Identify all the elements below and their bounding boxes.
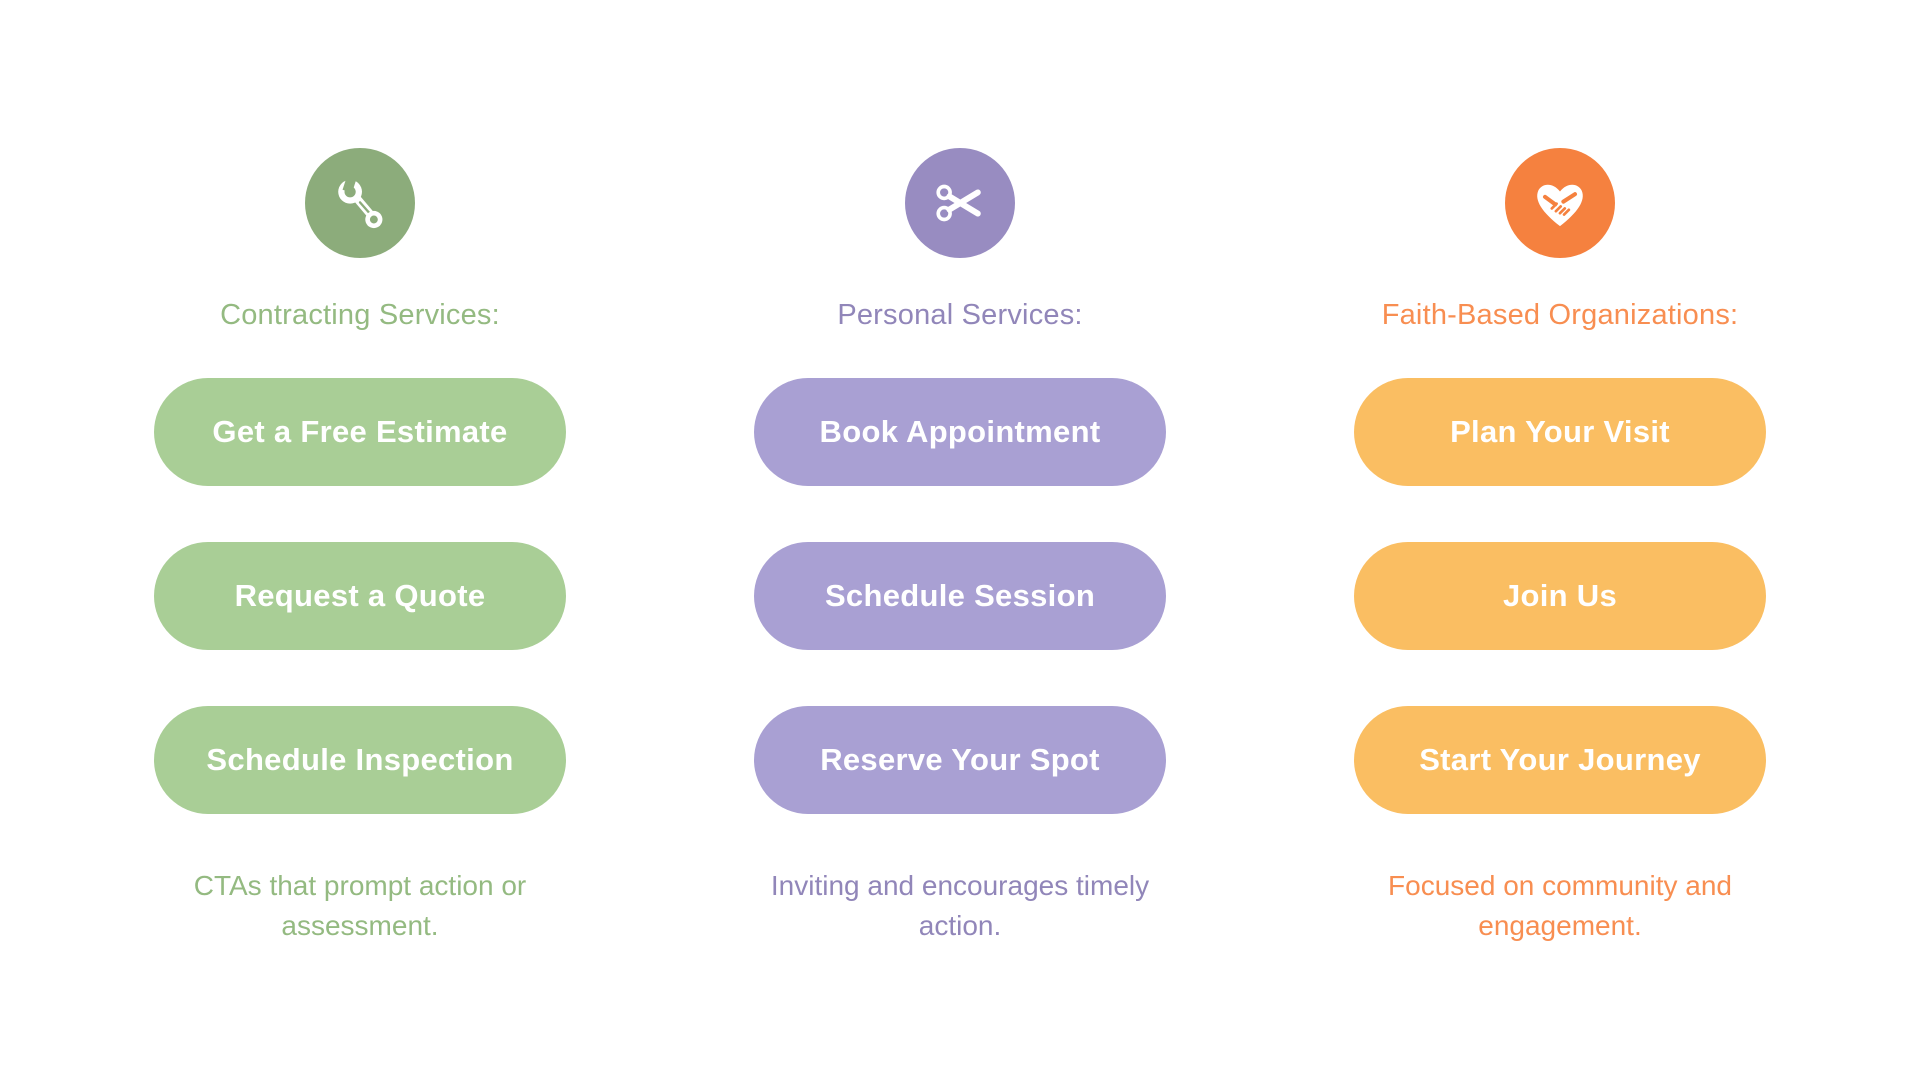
button-group: Book Appointment Schedule Session Reserv… [754,377,1166,814]
cta-columns-row: Contracting Services: Get a Free Estimat… [140,148,1780,947]
heart-handshake-icon [1537,184,1583,227]
column-caption: Inviting and encourages timely action. [770,869,1150,942]
column-heading: Faith-Based Organizations: [1381,299,1739,331]
column-heading: Contracting Services: [220,299,500,331]
cta-button-get-free-estimate[interactable]: Get a Free Estimate [154,377,566,486]
cta-button-join-us[interactable]: Join Us [1354,541,1766,650]
button-group: Get a Free Estimate Request a Quote Sche… [154,377,566,814]
scissors-icon [936,184,981,222]
column-contracting-services: Contracting Services: Get a Free Estimat… [140,148,580,947]
column-personal-services: Personal Services: Book Appointment Sche… [740,148,1180,947]
button-group: Plan Your Visit Join Us Start Your Journ… [1354,377,1766,814]
column-caption: CTAs that prompt action or assessment. [193,869,527,942]
cta-button-plan-your-visit[interactable]: Plan Your Visit [1354,377,1766,486]
icon-circle [1505,148,1615,258]
cta-button-reserve-your-spot[interactable]: Reserve Your Spot [754,705,1166,814]
column-caption: Focused on community and engagement. [1388,869,1732,942]
cta-button-book-appointment[interactable]: Book Appointment [754,377,1166,486]
column-heading: Personal Services: [837,299,1083,331]
column-faith-based-organizations: Faith-Based Organizations: Plan Your Vis… [1340,148,1780,947]
icon-circle [905,148,1015,258]
cta-button-schedule-inspection[interactable]: Schedule Inspection [154,705,566,814]
cta-button-request-quote[interactable]: Request a Quote [154,541,566,650]
icon-circle [305,148,415,258]
cta-button-schedule-session[interactable]: Schedule Session [754,541,1166,650]
cta-button-start-your-journey[interactable]: Start Your Journey [1354,705,1766,814]
wrench-icon [338,172,383,229]
